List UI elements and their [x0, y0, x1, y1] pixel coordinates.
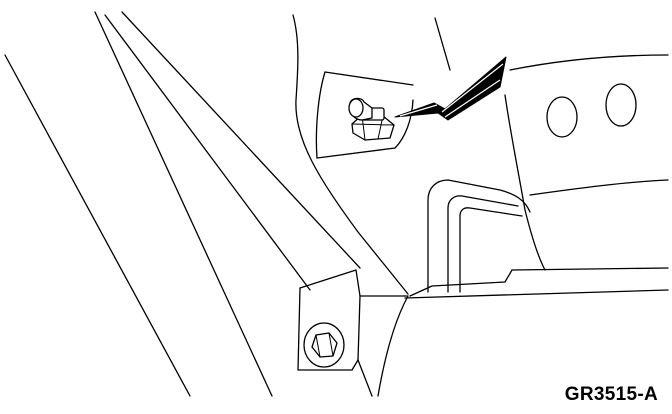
- upper-bolt: [348, 97, 395, 141]
- trim-panel-lines: [4, 11, 361, 397]
- lower-bracket: [297, 269, 409, 397]
- vent-holes: [546, 83, 637, 138]
- lower-bolt: [303, 322, 345, 368]
- air-duct: [404, 179, 669, 299]
- panel-outline: [292, 14, 669, 295]
- indicator-arrow-icon: [394, 56, 507, 121]
- figure-id-label: GR3515-A: [564, 384, 658, 405]
